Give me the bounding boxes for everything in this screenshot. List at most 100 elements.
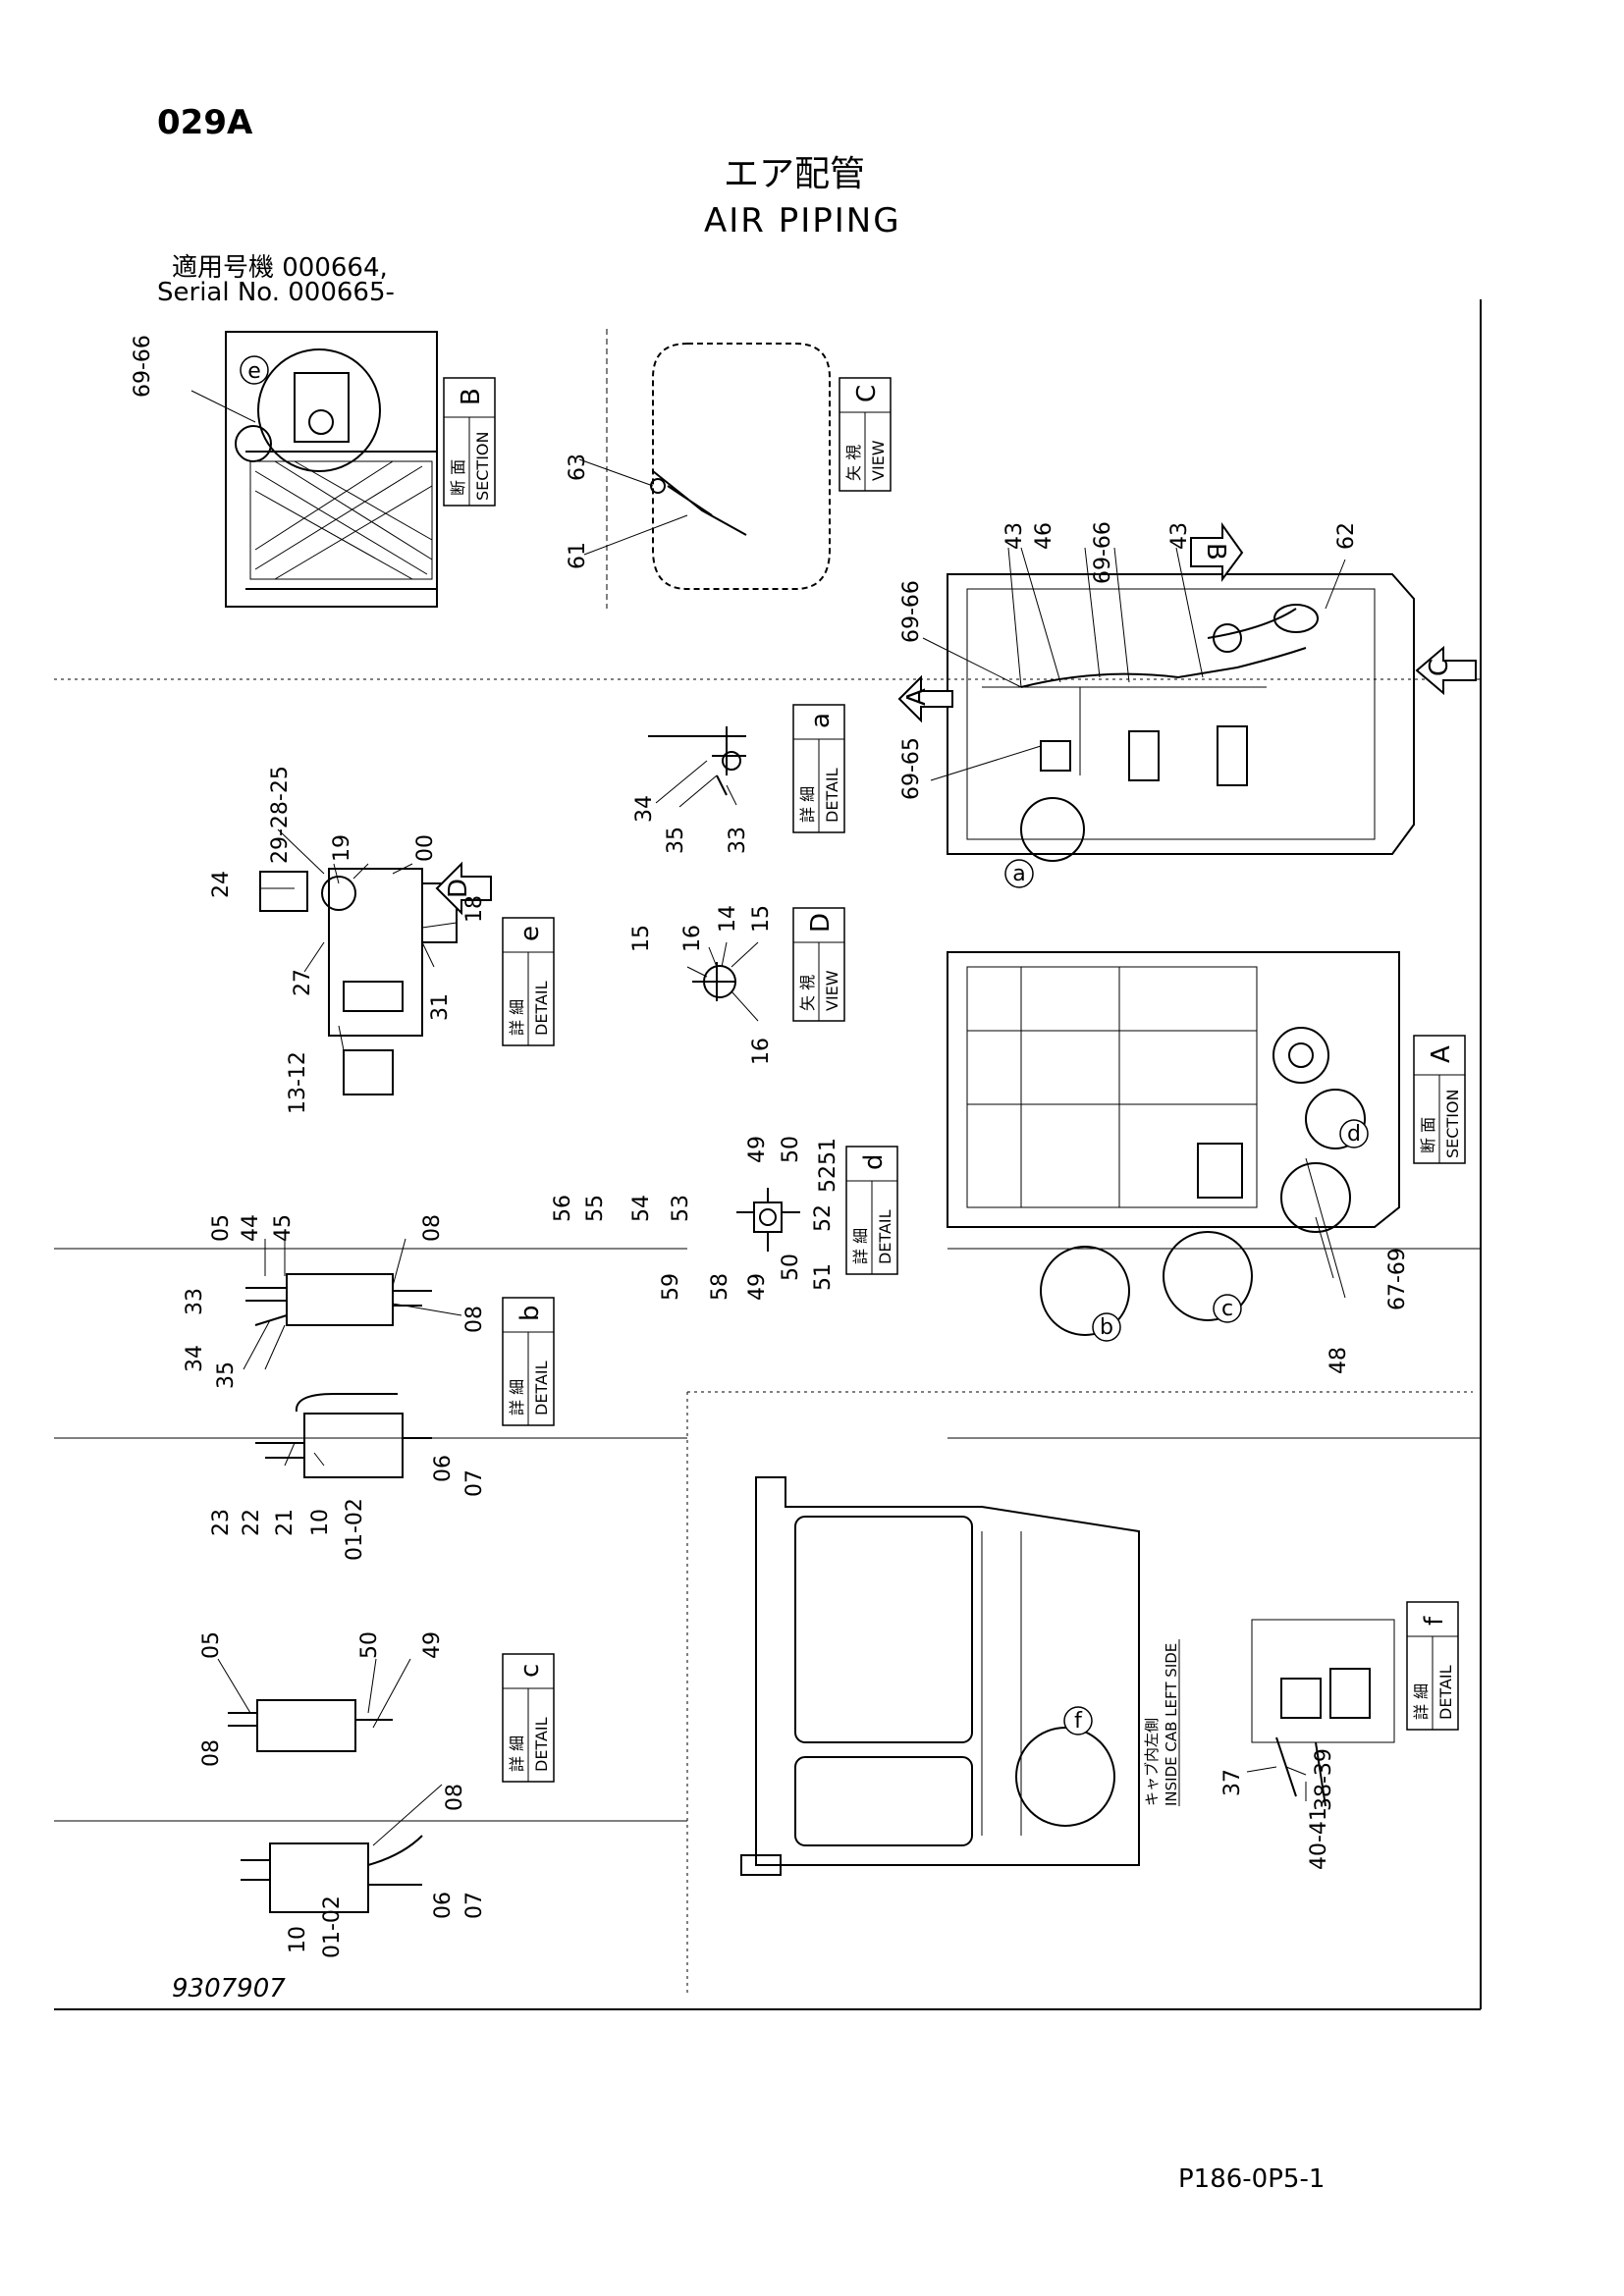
view-arrow-a (897, 674, 953, 723)
callout-07-b: 07 (462, 1469, 487, 1497)
callout-14: 14 (716, 905, 740, 933)
cab-frame (686, 1391, 1473, 1993)
callout-43-left: 43 (1002, 522, 1027, 550)
plate-section-a-jp: 断 面 (1419, 1117, 1437, 1153)
plate-detail-a-letter: a (806, 713, 836, 728)
cab-label-jp: キャブ内左側 (1143, 1718, 1161, 1806)
plate-view-c-jp: 矢 視 (844, 445, 863, 481)
title-japanese: エア配管 (724, 154, 866, 194)
callout-58: 58 (708, 1273, 732, 1301)
callout-19: 19 (330, 834, 354, 862)
callout-00: 00 (413, 834, 438, 862)
callout-50-top: 50 (779, 1136, 803, 1163)
callout-56: 56 (551, 1195, 575, 1222)
plate-view-d-en: VIEW (823, 970, 841, 1011)
callout-33-b: 33 (183, 1288, 207, 1315)
callout-49-c: 49 (420, 1631, 445, 1659)
callout-37: 37 (1220, 1769, 1245, 1796)
plate-view-c-en: VIEW (869, 440, 888, 481)
callout-38-39: 38-39 (1312, 1748, 1336, 1811)
plate-detail-a-en: DETAIL (823, 768, 841, 823)
plate-detail-a: 詳 細 DETAIL a (792, 704, 845, 833)
arrow-letter-a: A (902, 688, 932, 706)
callout-06-b: 06 (431, 1455, 456, 1482)
circle-a: a (1012, 862, 1025, 886)
view-arrows (435, 521, 1477, 916)
callout-24: 24 (209, 871, 234, 898)
circle-labels (240, 355, 1369, 1735)
detail-b-upper-sketch (245, 1273, 432, 1326)
leader-lines (190, 390, 1346, 1846)
circle-letters: e a c b d f (247, 359, 1361, 1734)
callout-21: 21 (273, 1509, 298, 1536)
callout-01-02-c: 01-02 (320, 1896, 345, 1958)
callout-44: 44 (239, 1214, 263, 1242)
plate-detail-d-letter: d (859, 1153, 889, 1170)
plate-detail-b-jp: 詳 細 (508, 1379, 526, 1415)
view-arrow-letters: A B C D (444, 543, 1454, 898)
callout-35-a: 35 (664, 827, 688, 854)
circle-f: f (1074, 1709, 1083, 1734)
cab-label-en: INSIDE CAB LEFT SIDE (1163, 1643, 1180, 1806)
plate-detail-c-letter: c (515, 1664, 545, 1678)
callout-59: 59 (659, 1273, 683, 1301)
detail-a-sketch (648, 726, 746, 796)
plate-detail-b-en: DETAIL (532, 1361, 551, 1415)
plate-detail-d-jp: 詳 細 (851, 1228, 870, 1264)
callout-69-66-mid: 69-66 (899, 580, 924, 643)
callout-49-bottom: 49 (745, 1273, 770, 1301)
circle-e: e (247, 359, 261, 384)
plate-section-b: 断 面 SECTION B (443, 377, 496, 507)
plate-section-b-jp: 断 面 (449, 459, 467, 496)
plate-view-d-jp: 矢 視 (798, 975, 817, 1011)
plate-detail-e-en: DETAIL (532, 981, 551, 1036)
circle-d: d (1347, 1122, 1361, 1147)
plate-section-b-en: SECTION (473, 432, 492, 502)
callout-15-right: 15 (749, 905, 774, 933)
callout-62: 62 (1334, 522, 1359, 550)
detail-f-sketch (1251, 1619, 1395, 1807)
view-arrow-d (435, 861, 492, 916)
plate-detail-d: 詳 細 DETAIL d (845, 1146, 898, 1275)
view-c-sketch (650, 343, 831, 590)
callout-10-c: 10 (286, 1926, 310, 1953)
callout-01-02-b: 01-02 (343, 1498, 367, 1561)
circle-b: b (1100, 1315, 1113, 1340)
circle-c: c (1221, 1297, 1233, 1321)
callout-49-top: 49 (745, 1136, 770, 1163)
callout-08-b-top: 08 (420, 1214, 445, 1242)
callout-50-bottom: 50 (779, 1254, 803, 1281)
callout-16-top: 16 (680, 925, 705, 952)
plate-detail-f-letter: f (1420, 1616, 1449, 1626)
view-d-sketch (692, 962, 736, 1001)
cab-interior-sketch (740, 1476, 1140, 1876)
callout-23: 23 (209, 1509, 234, 1536)
detail-c-upper-sketch (228, 1699, 393, 1752)
plate-view-d: 矢 視 VIEW D (792, 907, 845, 1022)
plate-view-d-letter: D (806, 913, 836, 933)
serial-number: Serial No. 000665- (157, 278, 395, 307)
callout-69-65: 69-65 (899, 737, 924, 800)
arrow-letter-d: D (444, 879, 473, 898)
section-b-sketch (225, 331, 438, 608)
drawing-number: 9307907 (172, 1974, 286, 2003)
arrow-letter-b: B (1201, 543, 1230, 561)
plate-section-a-en: SECTION (1443, 1090, 1462, 1159)
plate-view-c-letter: C (852, 385, 882, 402)
plate-detail-f: 詳 細 DETAIL f (1406, 1601, 1459, 1731)
callout-33-a: 33 (726, 827, 750, 854)
plate-detail-c-en: DETAIL (532, 1717, 551, 1772)
page-number: P186-0P5-1 (1178, 2164, 1326, 2194)
callout-43-right: 43 (1167, 522, 1192, 550)
callout-50-c: 50 (357, 1631, 382, 1659)
plate-detail-c-jp: 詳 細 (508, 1735, 526, 1772)
callout-35-b: 35 (214, 1362, 239, 1389)
callout-51: 51 (811, 1263, 836, 1291)
detail-c-lower-sketch (241, 1835, 423, 1913)
callout-69-66-top: 69-66 (1091, 521, 1115, 584)
callout-40-41: 40-41 (1307, 1807, 1331, 1870)
detail-e-sketch (259, 868, 458, 1095)
callout-06-c: 06 (431, 1892, 456, 1919)
callout-63: 63 (566, 454, 590, 481)
plate-detail-d-en: DETAIL (876, 1209, 894, 1264)
